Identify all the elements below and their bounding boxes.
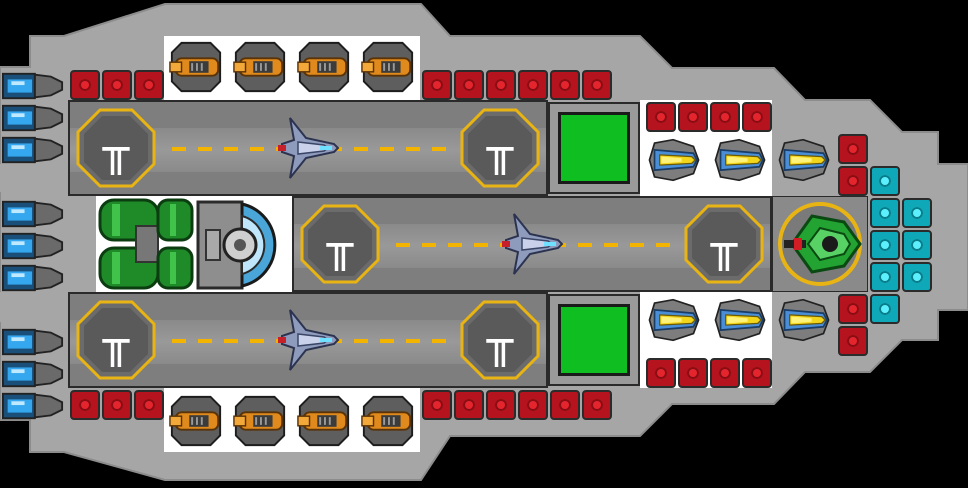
pad-marking: ╥ <box>102 316 130 367</box>
autocannon-turret-icon[interactable] <box>360 392 416 450</box>
fuel-tank-icon <box>98 198 194 290</box>
shield-module-cyan <box>870 262 900 292</box>
shield-module-cyan <box>902 230 932 260</box>
landing-pad-icon[interactable]: ╥ <box>684 204 764 284</box>
armor-module-red <box>710 358 740 388</box>
elevator-lift-bottom[interactable] <box>548 294 640 386</box>
armor-module-red <box>678 102 708 132</box>
pad-marking: ╥ <box>102 124 130 175</box>
pad-marking: ╥ <box>710 220 738 271</box>
armor-module-red <box>134 390 164 420</box>
armor-module-red <box>70 390 100 420</box>
armor-module-red <box>422 390 452 420</box>
armor-module-red <box>102 70 132 100</box>
landing-pad-icon[interactable]: ╥ <box>300 204 380 284</box>
thruster-icon <box>2 104 64 132</box>
armor-module-red <box>742 358 772 388</box>
armor-module-red <box>454 70 484 100</box>
shield-module-cyan <box>870 230 900 260</box>
elevator-lift-top[interactable] <box>548 102 640 194</box>
pad-marking: ╥ <box>486 124 514 175</box>
thruster-icon <box>2 328 64 356</box>
shield-module-cyan <box>870 198 900 228</box>
shield-module-cyan <box>870 166 900 196</box>
thruster-icon <box>2 264 64 292</box>
bridge-core-icon[interactable] <box>772 196 868 292</box>
armor-module-red <box>518 390 548 420</box>
armor-module-red <box>134 70 164 100</box>
autocannon-turret-icon[interactable] <box>168 392 224 450</box>
autocannon-turret-icon[interactable] <box>168 38 224 96</box>
armor-module-red <box>454 390 484 420</box>
thruster-icon <box>2 136 64 164</box>
autocannon-turret-icon[interactable] <box>296 392 352 450</box>
armor-module-red <box>422 70 452 100</box>
pad-marking: ╥ <box>486 316 514 367</box>
fighter-ship-icon[interactable] <box>500 212 564 276</box>
thruster-icon <box>2 360 64 388</box>
autocannon-turret-icon[interactable] <box>232 392 288 450</box>
shield-module-cyan <box>870 294 900 324</box>
armor-module-red <box>550 390 580 420</box>
armor-module-red <box>582 70 612 100</box>
laser-turret-icon[interactable] <box>710 298 770 342</box>
fighter-ship-icon[interactable] <box>276 116 340 180</box>
landing-pad-icon[interactable]: ╥ <box>460 300 540 380</box>
thruster-icon <box>2 72 64 100</box>
armor-module-red <box>582 390 612 420</box>
armor-module-red <box>710 102 740 132</box>
armor-module-red <box>838 134 868 164</box>
armor-module-red <box>838 166 868 196</box>
armor-module-red <box>486 70 516 100</box>
autocannon-turret-icon[interactable] <box>296 38 352 96</box>
landing-pad-icon[interactable]: ╥ <box>76 300 156 380</box>
armor-module-red <box>838 294 868 324</box>
armor-module-red <box>550 70 580 100</box>
thruster-icon <box>2 392 64 420</box>
laser-turret-icon[interactable] <box>774 298 834 342</box>
landing-pad-icon[interactable]: ╥ <box>460 108 540 188</box>
armor-module-red <box>678 358 708 388</box>
thruster-icon <box>2 232 64 260</box>
shield-module-cyan <box>902 198 932 228</box>
laser-turret-icon[interactable] <box>710 138 770 182</box>
landing-pad-icon[interactable]: ╥ <box>76 108 156 188</box>
autocannon-turret-icon[interactable] <box>232 38 288 96</box>
laser-turret-icon[interactable] <box>774 138 834 182</box>
armor-module-red <box>742 102 772 132</box>
armor-module-red <box>102 390 132 420</box>
fighter-ship-icon[interactable] <box>276 308 340 372</box>
armor-module-red <box>518 70 548 100</box>
armor-module-red <box>646 102 676 132</box>
laser-turret-icon[interactable] <box>644 138 704 182</box>
autocannon-turret-icon[interactable] <box>360 38 416 96</box>
reactor-icon <box>196 200 277 290</box>
armor-module-red <box>838 326 868 356</box>
thruster-icon <box>2 200 64 228</box>
shield-module-cyan <box>902 262 932 292</box>
pad-marking: ╥ <box>326 220 354 271</box>
laser-turret-icon[interactable] <box>644 298 704 342</box>
armor-module-red <box>70 70 100 100</box>
armor-module-red <box>486 390 516 420</box>
armor-module-red <box>646 358 676 388</box>
